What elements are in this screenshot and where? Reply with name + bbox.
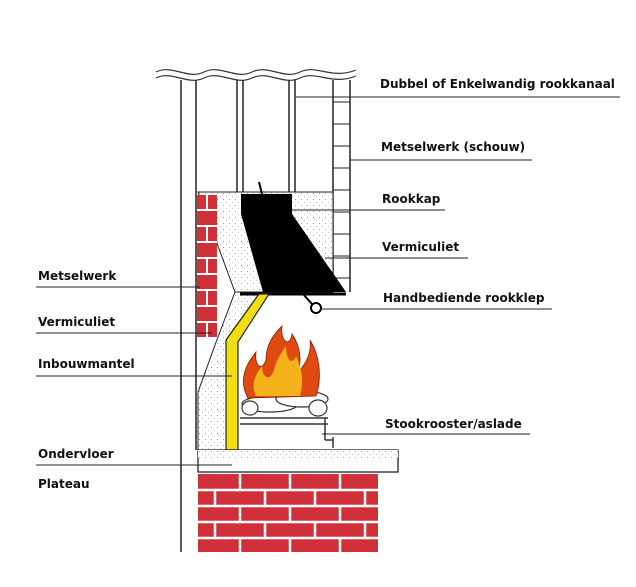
leader-lines-left: [36, 286, 232, 466]
label-inbouwmantel: Inbouwmantel: [38, 357, 135, 371]
label-plateau: Plateau: [38, 477, 90, 491]
plateau-slab: [197, 449, 399, 473]
label-metselwerk: Metselwerk: [38, 269, 117, 283]
smoke-hood-handle: [258, 181, 263, 195]
smoke-hood: [241, 194, 346, 292]
grate: [240, 417, 334, 448]
flames: [243, 324, 320, 399]
chimney-masonry: [332, 80, 351, 292]
damper-ring: [310, 302, 322, 314]
label-ondervloer: Ondervloer: [38, 447, 114, 461]
brick-base: [198, 474, 378, 552]
label-rookklep: Handbediende rookklep: [383, 291, 545, 305]
label-stookrooster: Stookrooster/aslade: [385, 417, 522, 431]
label-metselwerk-schouw: Metselwerk (schouw): [381, 140, 526, 154]
label-rookkap: Rookkap: [382, 192, 441, 206]
label-rookkanaal: Dubbel of Enkelwandig rookkanaal: [380, 77, 615, 91]
brick-column-left: [197, 195, 217, 337]
cut-line-top: [155, 69, 357, 75]
label-vermiculiet-right: Vermiculiet: [382, 240, 460, 254]
damper-lever: [302, 293, 313, 305]
cut-line-top-2: [155, 75, 357, 81]
label-vermiculiet-left: Vermiculiet: [38, 315, 116, 329]
leader-lines-right: [292, 96, 620, 435]
